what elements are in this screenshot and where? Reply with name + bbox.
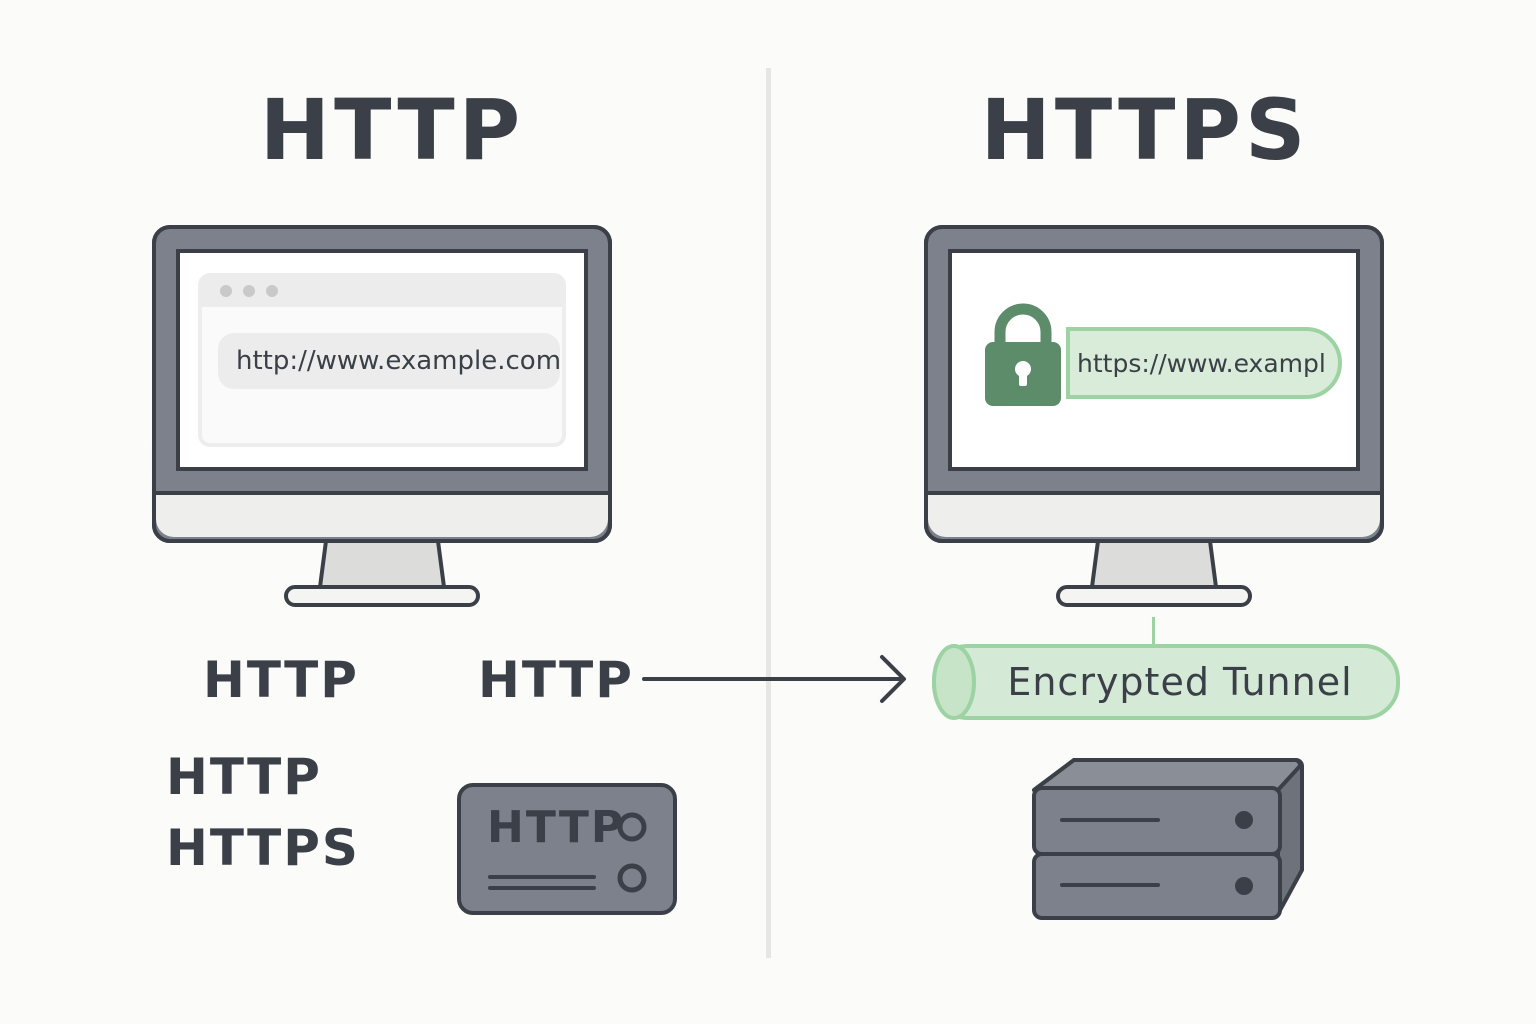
- https-url-bar: [1066, 327, 1342, 399]
- tunnel-label: Encrypted Tunnel: [1007, 660, 1353, 704]
- https-label: HTTPS: [166, 819, 360, 877]
- https-url-text: https://www.exampl: [1077, 349, 1326, 378]
- http-server-icon: [457, 783, 677, 915]
- https-server-icon: [1032, 758, 1304, 920]
- arrow-right-icon: [642, 655, 906, 703]
- http-label: HTTP: [166, 748, 322, 806]
- window-dot-icon: [220, 285, 232, 297]
- https-monitor-icon: [924, 225, 1384, 607]
- http-browser-window: [198, 273, 566, 447]
- http-label: HTTP: [478, 651, 634, 709]
- lock-icon: [985, 303, 1061, 406]
- window-dot-icon: [243, 285, 255, 297]
- window-dot-icon: [266, 285, 278, 297]
- tunnel-connector: [1152, 617, 1155, 649]
- server-label: HTTP: [487, 802, 626, 853]
- http-url-text: http://www.example.com: [236, 346, 562, 376]
- center-divider: [766, 68, 771, 958]
- http-label: HTTP: [203, 651, 359, 709]
- encrypted-tunnel-icon: [932, 644, 1400, 720]
- http-title: HTTP: [259, 81, 525, 179]
- https-title: HTTPS: [980, 81, 1310, 179]
